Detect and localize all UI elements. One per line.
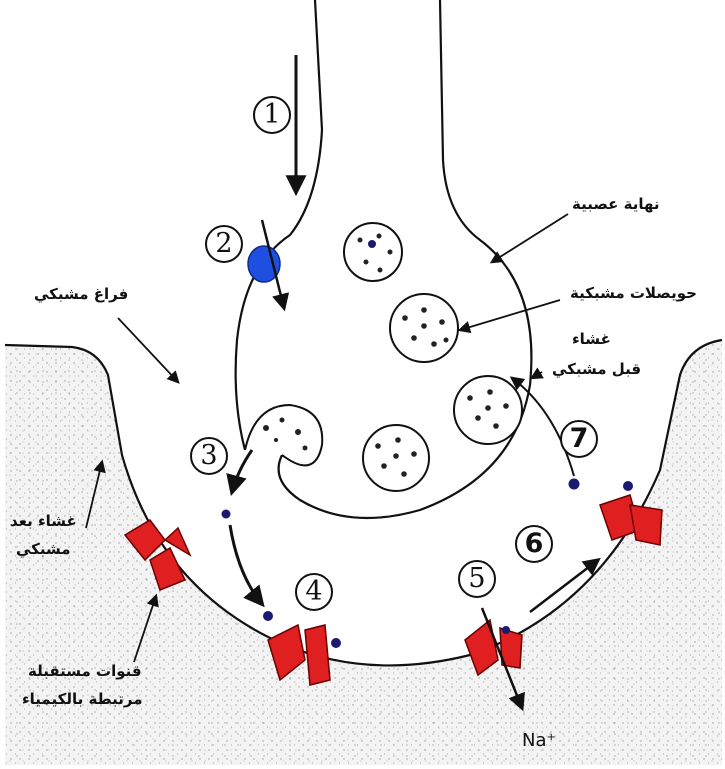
vesicle xyxy=(363,425,429,491)
neurotransmitter xyxy=(222,510,231,519)
vesicle xyxy=(390,294,458,362)
label-presynaptic-membrane-1: غشاء xyxy=(572,330,611,348)
label-synaptic-cleft: فراغ مشبكي xyxy=(34,285,128,303)
axon-terminal-outline xyxy=(236,0,322,450)
neurotransmitter xyxy=(569,479,580,490)
step-2-label: 2 xyxy=(205,225,243,263)
arrow-release xyxy=(232,450,252,492)
label-presynaptic-membrane-2: قبل مشبكي xyxy=(552,360,641,378)
fusing-vesicle xyxy=(245,405,322,465)
vesicle xyxy=(344,223,402,281)
pointer-nerve-ending xyxy=(492,214,568,262)
label-sodium-ion: Na⁺ xyxy=(522,730,556,751)
vesicle xyxy=(454,376,522,444)
label-postsynaptic-membrane-1: غشاء بعد xyxy=(10,512,77,530)
step-4-label: 4 xyxy=(295,573,333,611)
process-arrows xyxy=(230,55,598,708)
pointer-presynaptic xyxy=(532,372,542,378)
label-synaptic-vesicles: حويصلات مشبكية xyxy=(570,284,697,302)
arrow-diffuse xyxy=(230,525,262,604)
step-6-label: 6 xyxy=(515,525,553,563)
pointer-vesicles xyxy=(460,300,560,330)
label-nerve-ending: نهاية عصبية xyxy=(572,195,660,213)
step-1-label: 1 xyxy=(253,96,291,134)
label-ligand-channels-1: قنوات مستقبلة xyxy=(28,662,142,680)
step-7-label: 7 xyxy=(560,420,598,458)
pointer-cleft xyxy=(118,318,178,382)
label-ligand-channels-2: مرتبطة بالكيمياء xyxy=(22,690,143,708)
label-postsynaptic-membrane-2: مشبكي xyxy=(16,540,71,558)
step-3-label: 3 xyxy=(190,437,228,475)
neurotransmitter xyxy=(263,611,273,621)
step-5-label: 5 xyxy=(458,560,496,598)
